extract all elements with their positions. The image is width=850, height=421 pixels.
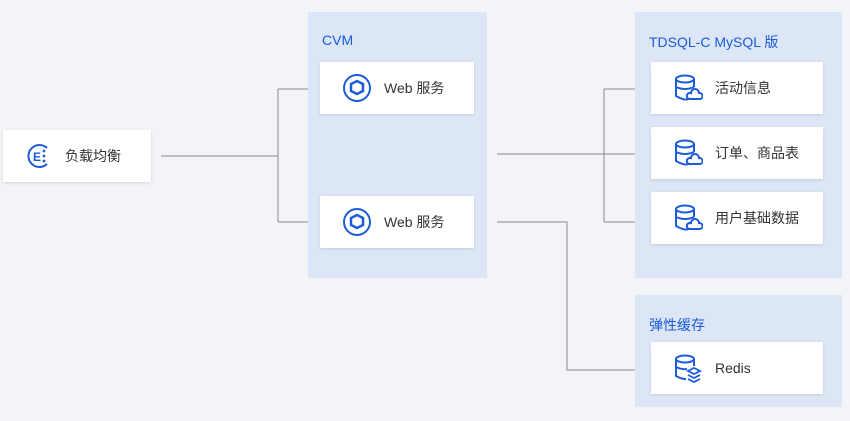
tdsql-group: TDSQL-C MySQL 版 活动信息 订单、商品表 用户基础数据 [635, 12, 842, 278]
db-label: 订单、商品表 [715, 145, 799, 161]
db-card[interactable]: 用户基础数据 [651, 192, 823, 244]
redis-icon [675, 354, 703, 383]
web-service-label: Web 服务 [384, 80, 445, 96]
db-label: 用户基础数据 [715, 210, 799, 226]
cvm-icon [343, 208, 371, 236]
load-balancer-icon: E [27, 144, 48, 168]
svg-text:E: E [33, 150, 41, 164]
tdsql-title: TDSQL-C MySQL 版 [649, 34, 779, 50]
lb-to-cvm-line [161, 89, 279, 222]
cvm-icon [343, 74, 371, 102]
load-balancer-card[interactable]: E 负载均衡 [3, 130, 151, 182]
web-service-label: Web 服务 [384, 214, 445, 230]
cache-title: 弹性缓存 [649, 317, 705, 333]
redis-card[interactable]: Redis [651, 342, 823, 394]
cvm-to-db-line [497, 89, 605, 222]
db-card[interactable]: 订单、商品表 [651, 127, 823, 179]
redis-label: Redis [715, 360, 751, 376]
database-cloud-icon [675, 74, 703, 101]
database-cloud-icon [675, 204, 703, 231]
db-label: 活动信息 [715, 80, 771, 96]
web-service-card[interactable]: Web 服务 [320, 62, 474, 114]
database-cloud-icon [675, 139, 703, 166]
web-service-card[interactable]: Web 服务 [320, 196, 474, 248]
db-card[interactable]: 活动信息 [651, 62, 823, 114]
load-balancer-label: 负载均衡 [65, 148, 121, 164]
cvm-title: CVM [322, 32, 354, 48]
cvm-group: CVM Web 服务 Web 服务 [308, 12, 487, 278]
cache-group: 弹性缓存 Redis [635, 295, 842, 407]
cvm-to-redis-line [497, 221, 643, 373]
